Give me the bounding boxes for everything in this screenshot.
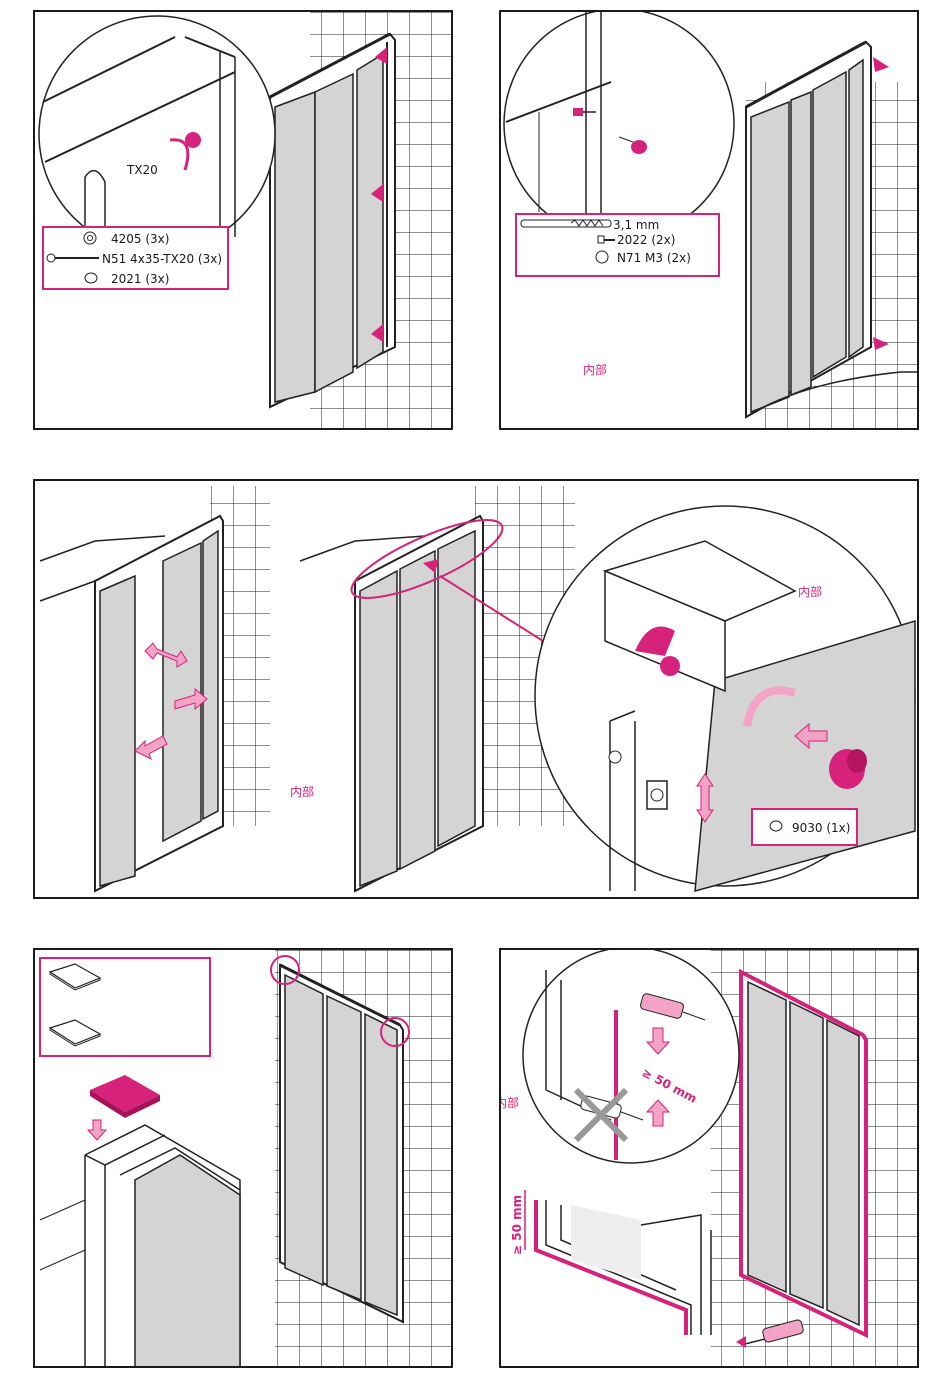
- inside-label: 内部: [290, 784, 314, 799]
- step-1-drawing: TX20 4205 (3x) N51 4x35-TX20 (3x) 2021 (…: [35, 12, 453, 430]
- shower-door: [280, 965, 403, 1322]
- fixing-point-marker: [873, 57, 889, 72]
- shower-door: [741, 972, 866, 1335]
- step-2-drawing: 3,1 mm 2022 (2x) N71 M3 (2x) 内部: [501, 12, 919, 430]
- base-profile: [536, 1200, 711, 1335]
- step-5-drawing: ≥ 50 mm 内部 ≥ 50 mm: [501, 950, 919, 1368]
- part-label: 2021 (3x): [111, 272, 169, 286]
- cap-icon: [85, 273, 97, 283]
- tool-label: TX20: [126, 163, 158, 177]
- step-4-panel: [33, 948, 453, 1368]
- nut-icon: [84, 232, 96, 244]
- shower-door: [95, 516, 223, 891]
- step-5-panel: ≥ 50 mm 内部 ≥ 50 mm: [499, 948, 919, 1368]
- step-3-panel: 内部 内部 9030 (1x): [33, 479, 919, 899]
- shower-door: [270, 34, 395, 407]
- cap-part: [660, 656, 680, 676]
- detail-magnifier: [39, 16, 275, 252]
- step-2-panel: 3,1 mm 2022 (2x) N71 M3 (2x) 内部: [499, 10, 919, 430]
- inside-label: 内部: [798, 584, 822, 599]
- down-arrow-icon: [88, 1120, 106, 1140]
- inside-label: 内部: [583, 362, 607, 377]
- drill-bit-icon: [521, 220, 611, 227]
- detail-magnifier: [523, 950, 739, 1163]
- pad-part: [90, 1075, 160, 1118]
- cap-icon: [596, 251, 608, 263]
- step-4-drawing: [35, 950, 453, 1368]
- detail-magnifier: [504, 12, 734, 239]
- step-1-panel: TX20 4205 (3x) N51 4x35-TX20 (3x) 2021 (…: [33, 10, 453, 430]
- cap-icon: [770, 821, 782, 831]
- step-3-drawing: 内部 内部 9030 (1x): [35, 481, 919, 899]
- part-label: 2022 (2x): [617, 233, 675, 247]
- part-label: 4205 (3x): [111, 232, 169, 246]
- distance-label: ≥ 50 mm: [510, 1195, 524, 1255]
- part-label: N51 4x35-TX20 (3x): [102, 252, 222, 266]
- inside-label: 内部: [501, 1095, 519, 1110]
- part-label: 9030 (1x): [792, 821, 850, 835]
- shower-door: [355, 516, 483, 891]
- part-label: N71 M3 (2x): [617, 251, 691, 265]
- part-label: 3,1 mm: [613, 218, 659, 232]
